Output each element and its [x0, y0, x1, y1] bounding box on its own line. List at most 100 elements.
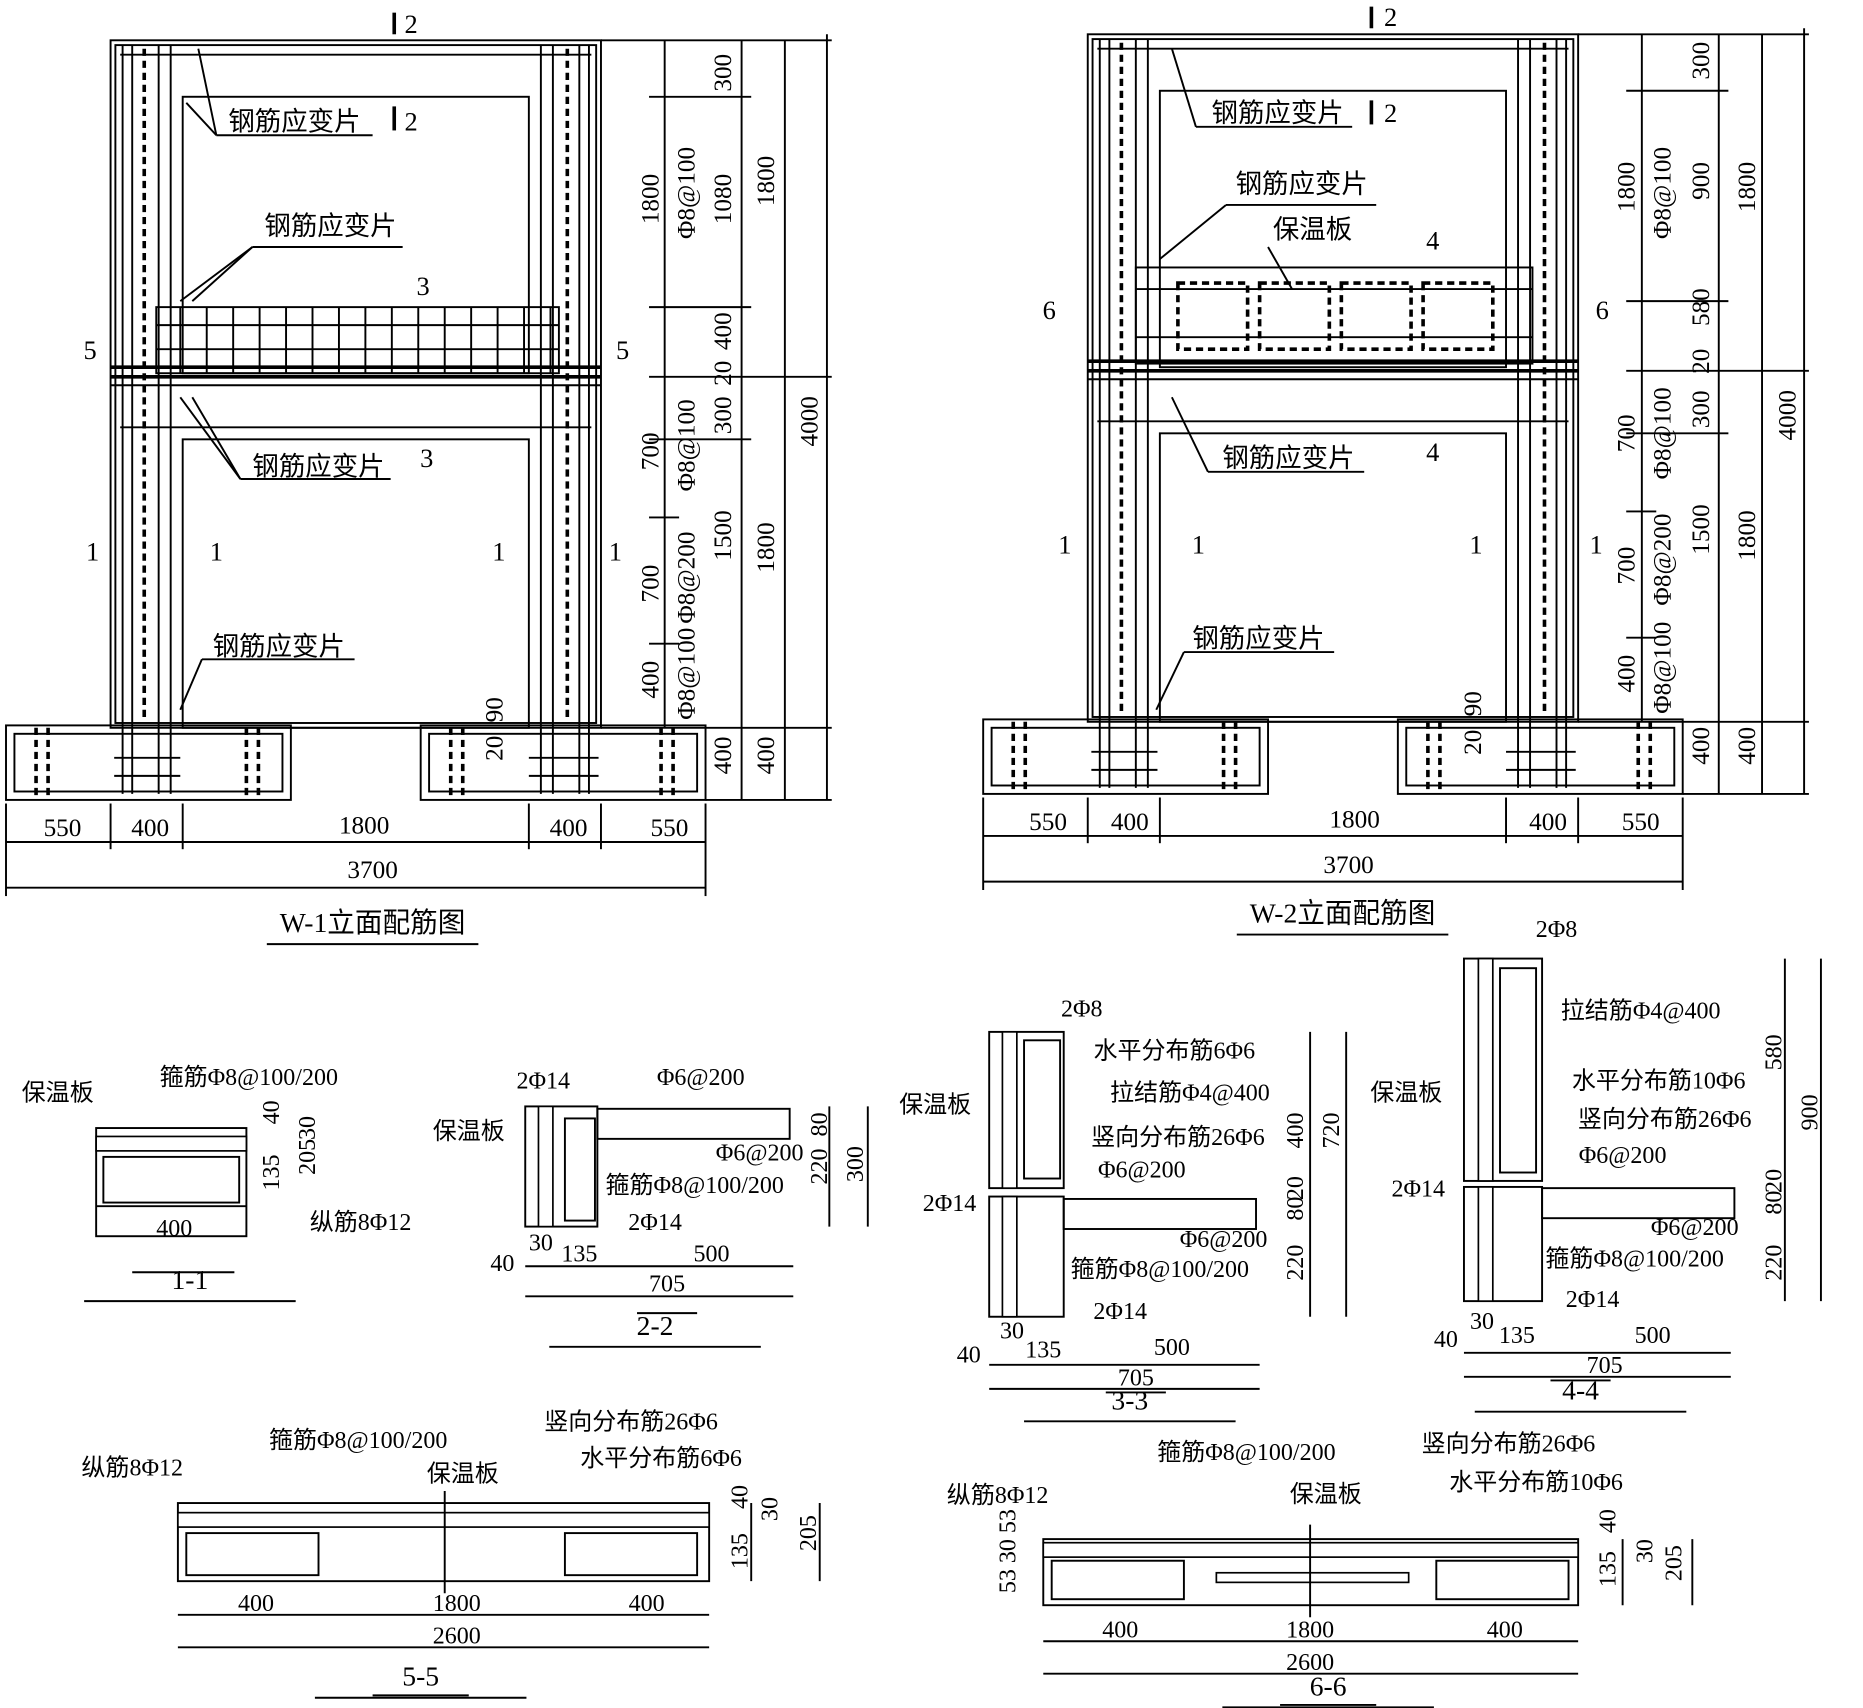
section-label: 纵筋8Φ12 [947, 1482, 1049, 1509]
elevation-label: 钢筋应变片 [228, 106, 360, 136]
dimension: 300 [710, 54, 737, 92]
elevation-label: 1 [609, 537, 622, 567]
elevation-label: 钢筋应变片 [252, 451, 384, 481]
section-label: 2600 [433, 1624, 481, 1650]
elevation-label: 钢筋应变片 [264, 211, 396, 241]
dimension: 4000 [1775, 390, 1802, 440]
section-label: 2Φ14 [628, 1210, 682, 1236]
dimension: 20 [1460, 730, 1487, 755]
section-label: 205 [1662, 1545, 1688, 1581]
section-label: 53 30 53 [996, 1509, 1022, 1593]
elevation-label: 5 [616, 335, 629, 365]
section-label: 竖向分布筋26Φ6 [1578, 1106, 1752, 1133]
dimension: Φ8@100 [674, 399, 701, 491]
dimension: 20 [710, 361, 737, 386]
section-label: 保温板 [1290, 1481, 1362, 1508]
section-label: 135 [1595, 1551, 1621, 1587]
section-label: 705 [1587, 1353, 1623, 1379]
elevation-label: 2 [404, 9, 417, 39]
dimension: 900 [1688, 162, 1715, 200]
dimension: 400 [1734, 727, 1761, 765]
dimension: 300 [1688, 390, 1715, 428]
section-label: 30 [1470, 1309, 1494, 1335]
section-label: 水平分布筋10Φ6 [1449, 1469, 1623, 1496]
dimension: 580 [1688, 288, 1715, 326]
section-label: 2Φ8 [1536, 917, 1578, 943]
section-label: 500 [1635, 1323, 1671, 1349]
section-label: 30 [295, 1116, 321, 1140]
dimension: Φ8@100 [1650, 147, 1677, 239]
section-label: 500 [1154, 1335, 1190, 1361]
section-label: 720 [1319, 1112, 1345, 1148]
section-label: 箍筋Φ8@100/200 [269, 1427, 447, 1454]
dimension: 4000 [796, 396, 823, 446]
dimension: 400 [1111, 809, 1149, 836]
section-label: 30 [1633, 1539, 1659, 1563]
section-label: 30 [1000, 1318, 1024, 1344]
section-label: 400 [1487, 1618, 1523, 1644]
dimension: 400 [131, 815, 169, 842]
elevation-label: 钢筋应变片 [1236, 169, 1368, 199]
dimension: 400 [710, 312, 737, 350]
drawing-title: 1-1 [171, 1264, 208, 1295]
dimension: 550 [1029, 809, 1067, 836]
elevation-label: 1 [210, 537, 223, 567]
section-label: 2Φ14 [923, 1191, 977, 1217]
section-label: Φ6@200 [657, 1065, 745, 1091]
dimension: 20 [481, 736, 508, 761]
elevation-label: 4 [1426, 437, 1439, 467]
dimension: 550 [44, 815, 82, 842]
elevation-label: 3 [420, 443, 433, 473]
section-label: 保温板 [433, 1118, 505, 1145]
section-label: 900 [1797, 1094, 1823, 1130]
elevation-label: 1 [86, 537, 99, 567]
dimension: 1800 [1734, 162, 1761, 212]
w2-insulation-mesh [1134, 266, 1534, 365]
dimension: 1500 [710, 510, 737, 560]
section-label: 箍筋Φ8@100/200 [1545, 1245, 1723, 1272]
elevation-label: 1 [492, 537, 505, 567]
section-label: 20 [1283, 1176, 1309, 1200]
dimension: Φ8@100 [1650, 387, 1677, 479]
section-label: 40 [957, 1342, 981, 1368]
elevation-label: 5 [84, 335, 97, 365]
dimension: 400 [1614, 655, 1641, 693]
dimension: 1800 [1614, 162, 1641, 212]
section-label: 2Φ14 [1093, 1299, 1147, 1325]
section-label: Φ6@200 [1180, 1227, 1268, 1253]
section-label: Φ6@200 [1651, 1215, 1739, 1241]
elevation-label: 6 [1043, 295, 1056, 325]
section-label: 40 [1595, 1509, 1621, 1533]
drawing-title: 2-2 [637, 1310, 674, 1341]
section-label: 纵筋8Φ12 [310, 1209, 412, 1236]
section-label: 竖向分布筋26Φ6 [544, 1409, 718, 1436]
drawing-title: 3-3 [1111, 1384, 1148, 1415]
section-label: 220 [1761, 1245, 1787, 1281]
dimension: 1800 [1329, 807, 1379, 834]
section-label: 保温板 [1370, 1079, 1442, 1106]
dimension: 20 [1688, 349, 1715, 374]
dimension: Φ8@100 [674, 147, 701, 239]
section-label: 400 [156, 1216, 192, 1242]
section-label: 400 [629, 1591, 665, 1617]
dimension: 1800 [638, 174, 665, 224]
section-label: 705 [649, 1272, 685, 1298]
section-label: 竖向分布筋26Φ6 [1091, 1124, 1265, 1151]
elevation-label: 4 [1426, 225, 1439, 255]
dimension: Φ8@100 [674, 628, 701, 720]
dimension: 1080 [710, 174, 737, 224]
elevation-label: 2 [404, 106, 417, 136]
section-label: 2Φ14 [1391, 1177, 1445, 1203]
section-label: Φ6@200 [1098, 1157, 1186, 1183]
dimension: 400 [1688, 727, 1715, 765]
section-label: 水平分布筋6Φ6 [580, 1445, 742, 1472]
section-label: 80 [1761, 1191, 1787, 1215]
section-label: Φ6@200 [1579, 1143, 1667, 1169]
dimension: Φ8@200 [674, 531, 701, 623]
section-label: 220 [807, 1148, 833, 1184]
